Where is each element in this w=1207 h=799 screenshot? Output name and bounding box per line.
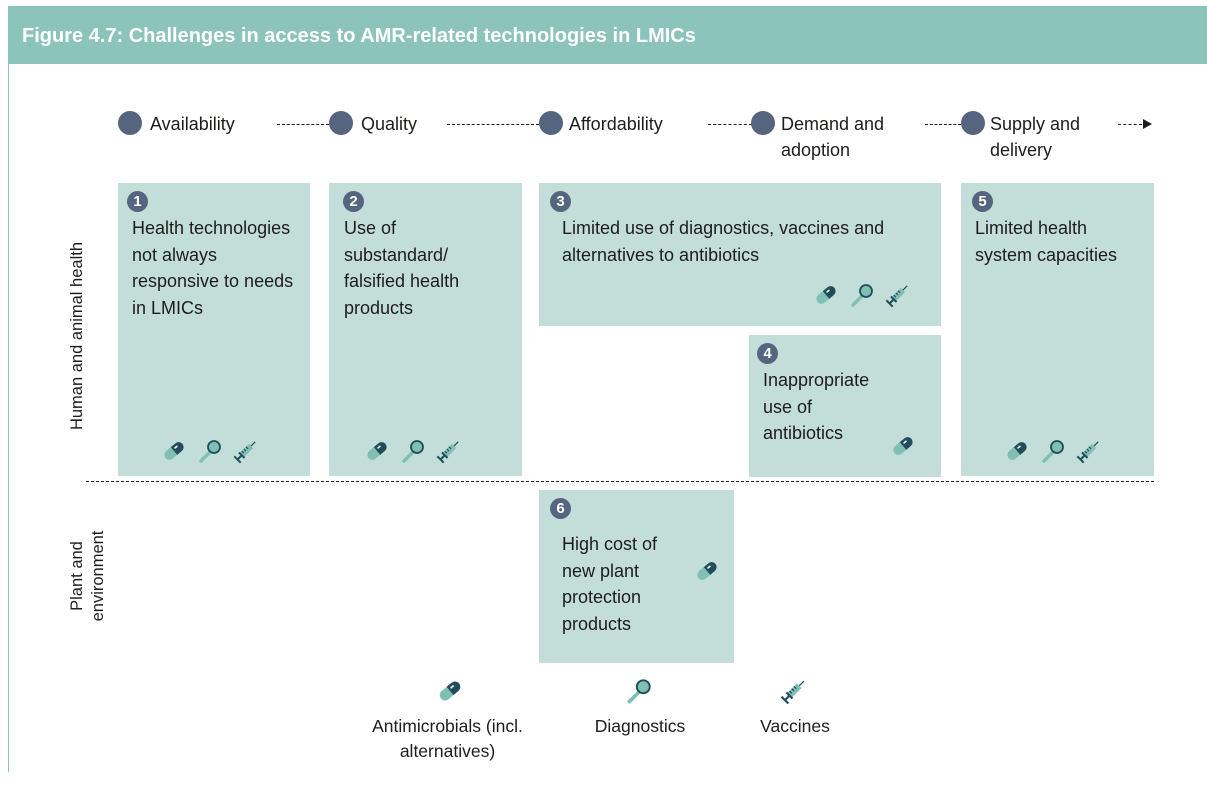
arrow-icon (1143, 119, 1152, 129)
challenge-number: 1 (127, 191, 148, 212)
magnifier-icon (851, 283, 874, 307)
challenge-number: 6 (550, 498, 571, 519)
figure-header: Figure 4.7: Challenges in access to AMR-… (8, 6, 1207, 64)
syringe-icon (1076, 437, 1103, 464)
magnifier-icon (199, 439, 222, 463)
syringe-icon (780, 676, 809, 705)
row-label-human-animal: Human and animal health (68, 241, 86, 431)
icon-group (160, 437, 260, 465)
challenge-text: Limited use of diagnostics, vaccines and… (562, 218, 885, 265)
frame-border (8, 64, 9, 772)
challenge-box-2: 2 Use of substandard/ falsified health p… (329, 183, 522, 476)
challenge-box-3: 3 Limited use of diagnostics, vaccines a… (539, 183, 941, 326)
legend-label-diagnostics: Diagnostics (594, 716, 686, 736)
row-label-plant-env: Plant and environment (68, 530, 107, 622)
step-dot-supply (961, 111, 985, 135)
icon-group (363, 437, 463, 465)
pill-icon (162, 440, 186, 462)
pill-icon (1005, 440, 1029, 462)
pill-icon (695, 560, 719, 582)
pill-icon (891, 435, 915, 457)
step-dot-demand (751, 111, 775, 135)
challenge-number: 4 (757, 343, 778, 364)
legend-label-antimicrobials: Antimicrobials (incl. alternatives) (372, 716, 523, 761)
pill-icon (437, 679, 463, 703)
challenge-number: 5 (972, 191, 993, 212)
challenge-box-1: 1 Health technologies not always respons… (118, 183, 310, 476)
section-divider (86, 481, 1154, 482)
step-label-availability: Availability (150, 114, 235, 134)
challenge-box-6: 6 High cost of new plant protection prod… (539, 490, 734, 663)
challenge-number: 3 (550, 191, 571, 212)
step-connector (277, 124, 329, 125)
step-dot-quality (329, 111, 353, 135)
challenge-number: 2 (343, 191, 364, 212)
step-label-quality: Quality (361, 114, 418, 134)
syringe-icon (436, 437, 463, 464)
challenge-text: Health technologies not always responsiv… (132, 218, 294, 318)
figure-title: Figure 4.7: Challenges in access to AMR-… (22, 25, 696, 47)
step-label-affordability: Affordability (569, 114, 663, 134)
step-dot-affordability (539, 111, 563, 135)
magnifier-icon (402, 439, 425, 463)
challenge-box-5: 5 Limited health system capacities (961, 183, 1154, 476)
magnifier-icon (1042, 439, 1065, 463)
syringe-icon (233, 437, 260, 464)
step-label-supply: Supply and delivery (990, 114, 1081, 160)
challenge-text: Use of substandard/ falsified health pro… (344, 218, 460, 318)
icon-group (1003, 437, 1103, 465)
challenge-text: Inappropriate use of antibiotics (763, 370, 870, 443)
challenge-box-4: 4 Inappropriate use of antibiotics (749, 335, 941, 477)
icon-group (889, 432, 917, 460)
pill-icon (365, 440, 389, 462)
challenge-text: Limited health system capacities (975, 218, 1118, 265)
pill-icon (814, 284, 838, 306)
icon-group (812, 281, 912, 309)
legend-label-vaccines: Vaccines (760, 716, 830, 736)
step-connector (925, 124, 961, 125)
step-connector (447, 124, 539, 125)
challenge-text: High cost of new plant protection produc… (562, 534, 658, 634)
step-connector (1118, 124, 1142, 125)
magnifier-icon (627, 678, 652, 704)
syringe-icon (885, 281, 912, 308)
icon-group (693, 557, 721, 585)
step-dot-availability (118, 111, 142, 135)
step-connector (708, 124, 752, 125)
step-label-demand: Demand and adoption (781, 114, 885, 160)
